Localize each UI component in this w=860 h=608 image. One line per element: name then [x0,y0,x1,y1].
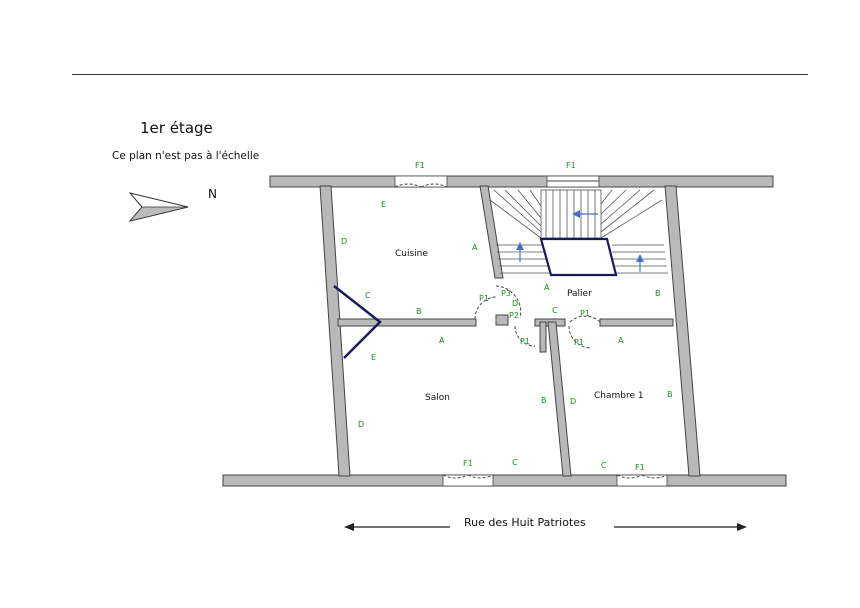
label-p3: P3 [501,289,511,298]
door-p3 [495,285,522,319]
label-f1-chambre: F1 [635,463,645,472]
wall-top [269,175,774,188]
wall-mid-left [337,318,477,327]
wall-left [319,185,351,477]
label-p1-kitchen: P1 [479,294,489,303]
label-chambre-d: D [570,397,576,406]
label-chambre-c: C [601,461,607,470]
window-chambre [616,474,668,487]
label-cuisine-e: E [381,200,386,209]
label-chambre-a: A [618,336,624,345]
room-salon: Salon [425,393,450,403]
label-cuisine-c: C [365,291,371,300]
plan-title: 1er étage [140,119,213,137]
label-f1-cuisine: F1 [415,161,425,170]
label-p2: P2 [509,311,519,320]
door-p1-chambre [568,325,592,349]
wall-mid-left2 [495,314,509,326]
label-cuisine-b: B [416,307,422,316]
north-arrow-icon [128,192,189,222]
label-salon-a: A [439,336,445,345]
street-name: Rue des Huit Patriotes [464,516,586,529]
label-p1-salon: P1 [520,337,530,346]
label-palier-c: C [552,306,558,315]
label-palier-d: D [512,299,518,308]
window-cuisine [394,175,448,188]
chimney-outline [333,285,382,359]
door-p1-palier [569,315,601,323]
label-chambre-b: B [667,390,673,399]
label-salon-d: D [358,420,364,429]
label-cuisine-d: D [341,237,347,246]
label-f1-stairs: F1 [566,161,576,170]
label-p1-chambre: P1 [574,338,584,347]
label-salon-b: B [541,396,547,405]
room-palier: Palier [567,289,592,299]
window-stairs [546,175,600,188]
label-palier-a: A [544,283,550,292]
street-arrow [344,523,747,531]
wall-right [664,185,701,477]
scale-note: Ce plan n'est pas à l'échelle [112,150,260,162]
room-cuisine: Cuisine [395,249,428,259]
wall-salon-chambre [547,321,572,477]
label-cuisine-a: A [472,243,478,252]
north-label: N [208,187,217,201]
wall-mid-right [599,318,674,327]
window-salon [442,474,494,487]
wall-stub [539,321,547,353]
label-p1-palier: P1 [580,309,590,318]
label-salon-e: E [371,353,376,362]
wall-cuisine-palier [479,185,504,279]
door-p1-salon [514,325,536,347]
door-p1-kitchen [474,296,498,320]
wall-bottom [222,474,787,487]
room-chambre: Chambre 1 [594,391,644,401]
staircase [489,189,668,277]
label-palier-b: B [655,289,661,298]
label-f1-salon: F1 [463,459,473,468]
header-rule [72,74,808,75]
label-salon-c: C [512,458,518,467]
